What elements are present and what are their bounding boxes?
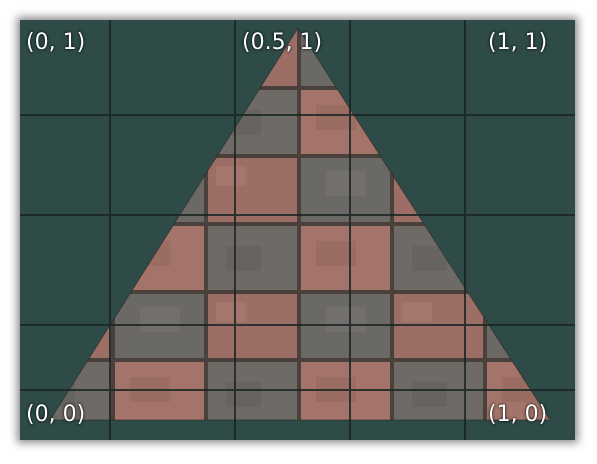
texture-mapping-diagram: (0, 1) (0.5, 1) (1, 1) (0, 0) (1, 0) xyxy=(20,20,575,440)
textured-triangle xyxy=(50,28,550,420)
grid-lines xyxy=(20,20,575,440)
label-bottom-right: (1, 0) xyxy=(488,402,548,427)
label-bottom-left: (0, 0) xyxy=(26,402,86,427)
label-top-left: (0, 1) xyxy=(26,30,86,55)
label-top-center: (0.5, 1) xyxy=(242,30,323,55)
label-top-right: (1, 1) xyxy=(488,30,548,55)
diagram-canvas xyxy=(20,20,575,440)
